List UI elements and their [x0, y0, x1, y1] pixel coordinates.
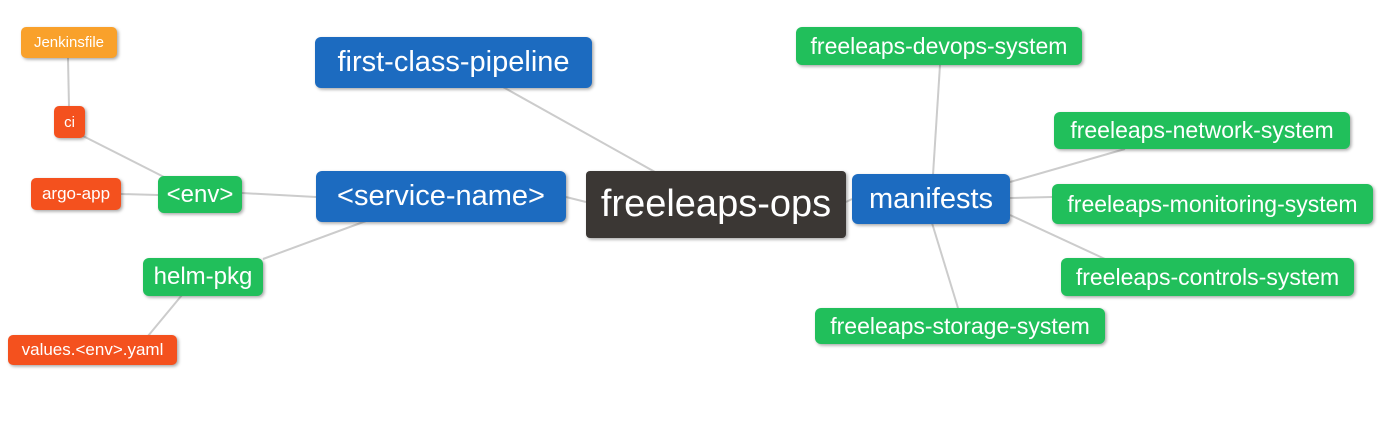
node-manifests[interactable]: manifests	[852, 174, 1010, 224]
node-values-env-yaml[interactable]: values.<env>.yaml	[8, 335, 177, 365]
edge-env-service-name	[241, 192, 317, 198]
edge-service-name-root	[565, 196, 587, 203]
node-freeleaps-monitoring-system[interactable]: freeleaps-monitoring-system	[1052, 184, 1373, 224]
node-freeleaps-ops-root-label: freeleaps-ops	[600, 183, 832, 225]
edge-jenkinsfile-ci	[67, 57, 70, 108]
node-service-name[interactable]: <service-name>	[316, 171, 566, 222]
edge-values-helm-pkg	[147, 294, 183, 337]
node-jenkinsfile-label: Jenkinsfile	[33, 34, 105, 51]
node-helm-pkg[interactable]: helm-pkg	[143, 258, 263, 296]
edge-manifests-network	[1009, 148, 1126, 183]
edge-manifests-controls	[1009, 214, 1106, 260]
node-helm-pkg-label: helm-pkg	[153, 263, 253, 290]
edge-manifests-devops	[932, 64, 941, 176]
node-freeleaps-devops-system[interactable]: freeleaps-devops-system	[796, 27, 1082, 65]
edge-manifests-storage	[931, 222, 959, 309]
node-freeleaps-storage-system[interactable]: freeleaps-storage-system	[815, 308, 1105, 344]
node-env[interactable]: <env>	[158, 176, 242, 213]
node-freeleaps-controls-system-label: freeleaps-controls-system	[1075, 263, 1340, 290]
node-env-label: <env>	[166, 180, 234, 208]
edge-ci-env	[82, 135, 165, 178]
node-argo-app[interactable]: argo-app	[31, 178, 121, 210]
node-service-name-label: <service-name>	[337, 180, 545, 212]
node-freeleaps-storage-system-label: freeleaps-storage-system	[830, 312, 1090, 339]
node-freeleaps-network-system-label: freeleaps-network-system	[1070, 117, 1334, 143]
node-ci[interactable]: ci	[54, 106, 85, 138]
edge-pipeline-root	[502, 86, 656, 173]
node-argo-app-label: argo-app	[41, 184, 111, 203]
node-values-env-yaml-label: values.<env>.yaml	[21, 340, 164, 359]
node-ci-label: ci	[64, 113, 75, 131]
node-first-class-pipeline-label: first-class-pipeline	[337, 46, 570, 78]
edge-manifests-monitoring	[1009, 196, 1053, 199]
node-manifests-label: manifests	[868, 182, 994, 215]
node-freeleaps-ops-root[interactable]: freeleaps-ops	[586, 171, 846, 238]
node-freeleaps-devops-system-label: freeleaps-devops-system	[810, 32, 1068, 59]
node-first-class-pipeline[interactable]: first-class-pipeline	[315, 37, 592, 88]
node-freeleaps-network-system[interactable]: freeleaps-network-system	[1054, 112, 1350, 149]
edge-helm-pkg-service-name	[262, 220, 367, 260]
node-freeleaps-monitoring-system-label: freeleaps-monitoring-system	[1067, 190, 1358, 217]
edge-root-manifests	[845, 198, 853, 203]
node-jenkinsfile[interactable]: Jenkinsfile	[21, 27, 117, 58]
node-freeleaps-controls-system[interactable]: freeleaps-controls-system	[1061, 258, 1354, 296]
edge-argo-app-env	[120, 193, 159, 196]
